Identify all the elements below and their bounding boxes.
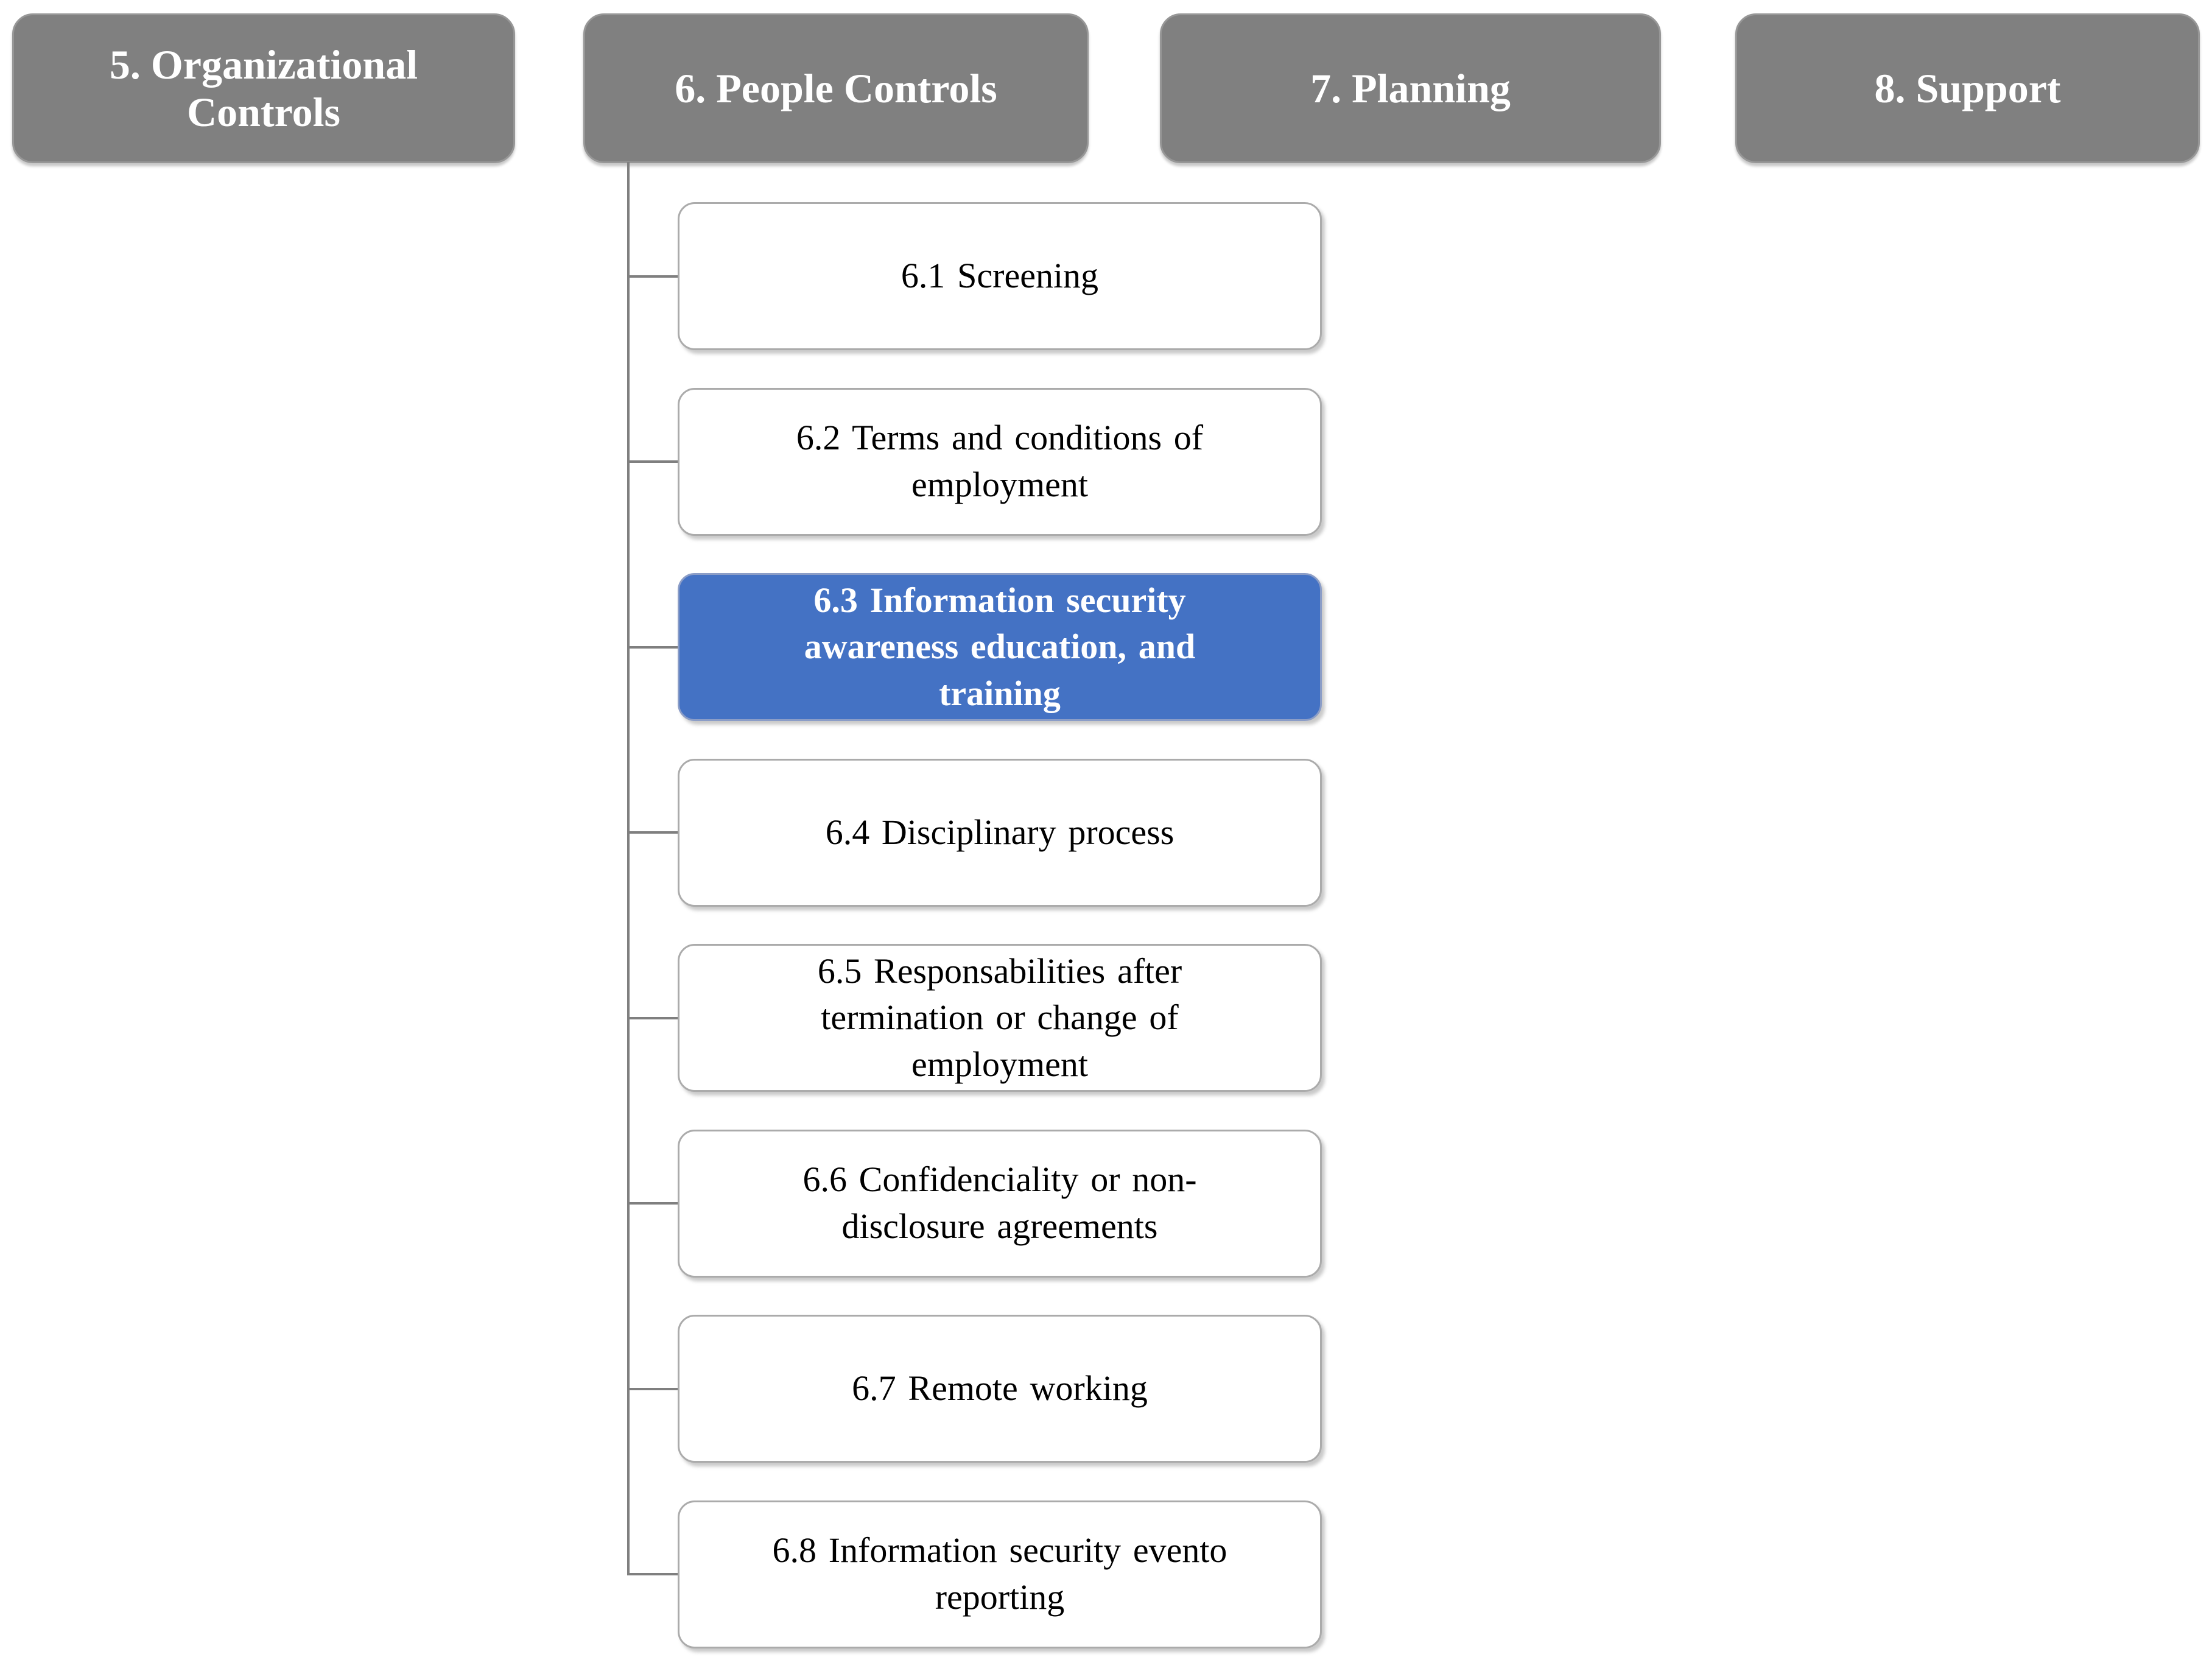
tree-item-6-6: 6.6 Confidenciality or non-disclosure ag… [627, 1129, 1322, 1278]
connector-trunk [627, 162, 630, 1575]
header-label: 8. Support [1874, 65, 2061, 111]
header-label: 7. Planning [1310, 65, 1511, 111]
tree-item-6-7: 6.7 Remote working [627, 1315, 1322, 1463]
header-box-people-controls: 6. People Controls [583, 13, 1089, 163]
tree-item-6-2: 6.2 Terms and conditions of employment [627, 387, 1322, 536]
item-box: 6.6 Confidenciality or non-disclosure ag… [678, 1129, 1322, 1278]
item-label: 6.4 Disciplinary process [825, 812, 1174, 852]
tree-item-6-1: 6.1 Screening [627, 202, 1322, 350]
item-label: 6.5 Responsabilities after termination o… [817, 951, 1182, 1084]
item-label: 6.8 Information security evento reportin… [772, 1530, 1227, 1617]
header-label: 6. People Controls [675, 65, 997, 111]
item-label: 6.2 Terms and conditions of employment [796, 418, 1204, 504]
tree-item-6-8: 6.8 Information security evento reportin… [627, 1500, 1322, 1648]
header-box-support: 8. Support [1735, 13, 2200, 163]
connector-stub [627, 646, 678, 649]
connector-stub [627, 460, 678, 463]
tree-item-6-5: 6.5 Responsabilities after termination o… [627, 944, 1322, 1092]
tree-item-6-3: 6.3 Information security awareness educa… [627, 573, 1322, 721]
item-box-highlighted: 6.3 Information security awareness educa… [678, 573, 1322, 721]
connector-stub [627, 275, 678, 278]
header-box-planning: 7. Planning [1160, 13, 1661, 163]
item-label: 6.1 Screening [901, 256, 1099, 296]
item-label: 6.3 Information security awareness educa… [804, 580, 1196, 713]
connector-stub [627, 1387, 678, 1390]
item-label: 6.6 Confidenciality or non-disclosure ag… [802, 1159, 1197, 1246]
connector-stub [627, 1202, 678, 1205]
item-box: 6.2 Terms and conditions of employment [678, 387, 1322, 536]
connector-stub [627, 831, 678, 834]
item-box: 6.7 Remote working [678, 1315, 1322, 1463]
tree-item-6-4: 6.4 Disciplinary process [627, 758, 1322, 907]
header-label: 5. Organizational Controls [109, 41, 418, 135]
header-box-organizational-controls: 5. Organizational Controls [12, 13, 515, 163]
item-box: 6.5 Responsabilities after termination o… [678, 944, 1322, 1092]
item-box: 6.4 Disciplinary process [678, 758, 1322, 907]
connector-stub [627, 1016, 678, 1019]
item-label: 6.7 Remote working [852, 1368, 1148, 1409]
item-box: 6.1 Screening [678, 202, 1322, 350]
item-box: 6.8 Information security evento reportin… [678, 1500, 1322, 1648]
connector-stub [627, 1573, 678, 1575]
